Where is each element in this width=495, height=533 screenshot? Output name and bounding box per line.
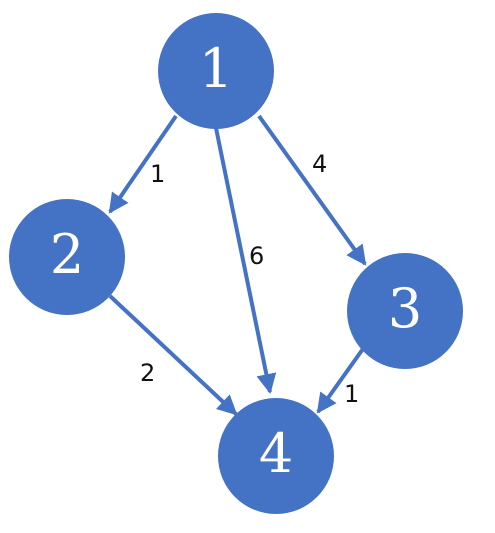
- node-3-circle: [347, 253, 463, 369]
- node-4-circle: [218, 398, 334, 514]
- node-2-circle: [9, 199, 125, 315]
- node-2: 2: [9, 199, 125, 315]
- edge-1-3: [257, 114, 367, 266]
- edge-1-2: [108, 114, 178, 214]
- edge-labels: 1 6 4 2 1: [140, 150, 359, 408]
- node-4: 4: [218, 398, 334, 514]
- edge-weight-1-2: 1: [150, 160, 165, 188]
- edge-1-4: [214, 127, 277, 394]
- edge-weight-3-4: 1: [344, 380, 359, 408]
- node-2-label: 2: [50, 223, 84, 286]
- edges: [108, 114, 367, 416]
- edge-weight-1-3: 4: [312, 150, 327, 178]
- node-1: 1: [158, 13, 274, 129]
- node-3-label: 3: [388, 277, 422, 340]
- edge-2-4: [108, 294, 238, 416]
- node-3: 3: [347, 253, 463, 369]
- node-1-circle: [158, 13, 274, 129]
- edge-weight-1-4: 6: [249, 242, 264, 270]
- node-1-label: 1: [199, 37, 233, 100]
- node-4-label: 4: [259, 422, 293, 485]
- edge-3-4: [316, 344, 367, 414]
- edge-weight-2-4: 2: [140, 359, 155, 387]
